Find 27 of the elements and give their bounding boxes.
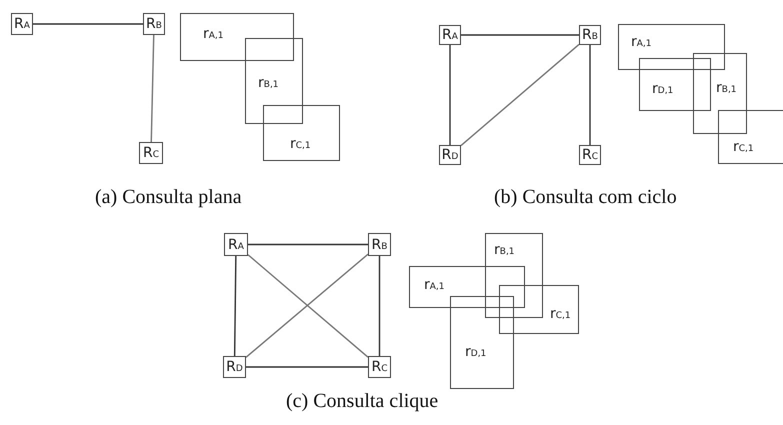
panel-caption: (b) Consulta com ciclo (494, 186, 677, 209)
region-rectangle (263, 105, 340, 161)
connector-line (460, 44, 580, 146)
region-rectangle (693, 53, 747, 134)
region-rectangle (499, 285, 579, 334)
region-rectangle (618, 24, 725, 70)
region-rectangle (718, 110, 783, 164)
region-rectangle (245, 38, 303, 124)
connector-line (234, 256, 237, 356)
region-rectangle (409, 266, 525, 308)
connector-line (461, 34, 579, 36)
connector-line (248, 244, 368, 246)
connector-line (449, 45, 451, 145)
connector-line (150, 34, 154, 142)
region-rectangle (180, 13, 294, 61)
relation-box (368, 233, 391, 256)
relation-box (224, 233, 248, 256)
region-rectangle (450, 296, 514, 389)
relation-box (139, 142, 163, 164)
connector-line (33, 23, 143, 25)
region-rectangle (639, 58, 711, 111)
connector-line (589, 45, 591, 145)
panel-caption: (a) Consulta plana (95, 186, 242, 209)
panel-caption: (c) Consulta clique (286, 390, 438, 413)
region-rectangle (485, 233, 543, 318)
connector-line (378, 256, 380, 356)
connector-line (246, 366, 368, 368)
